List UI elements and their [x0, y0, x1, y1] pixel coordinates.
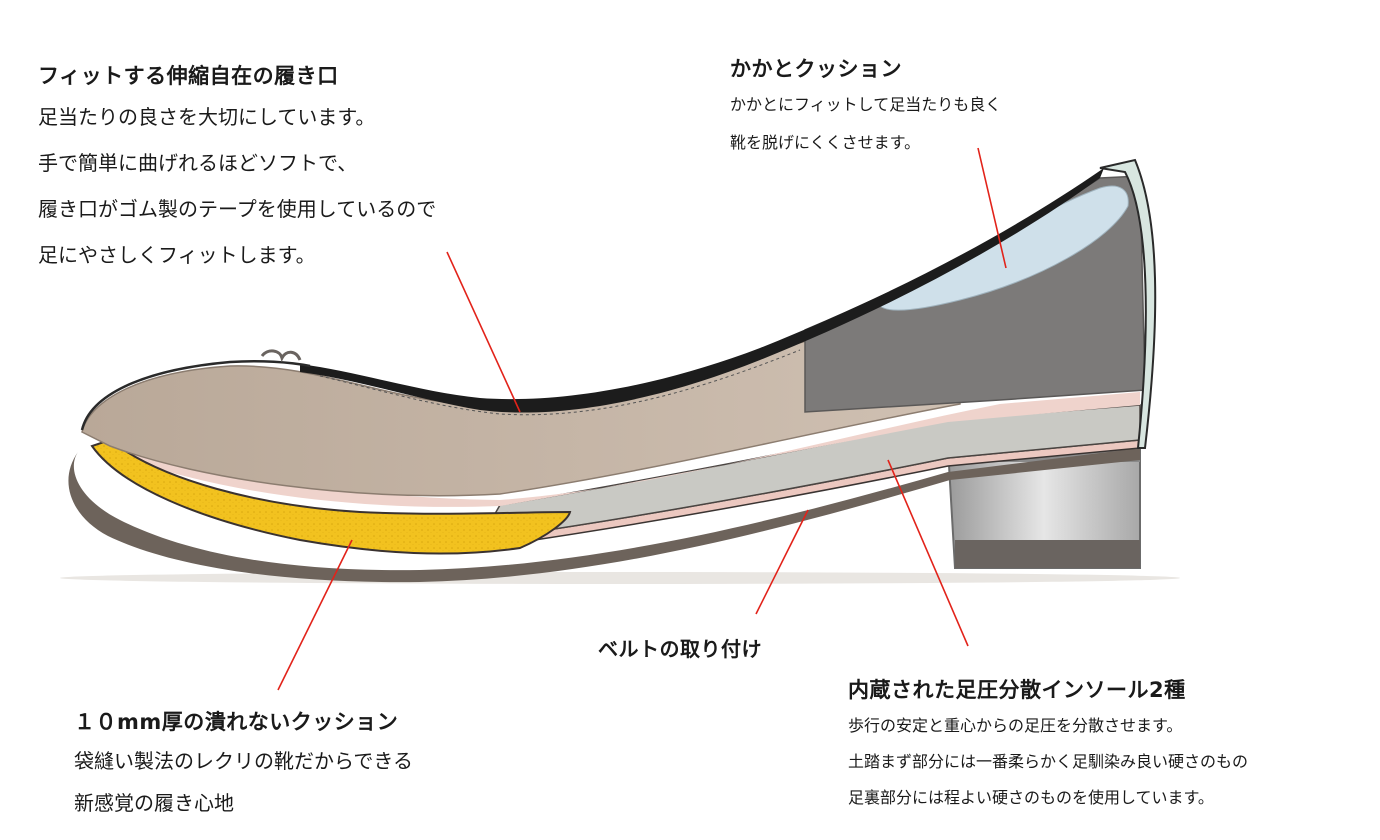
callout-heel-line-1: かかとにフィットして足当たりも良く: [730, 95, 1002, 114]
callout-fit-line-4: 足にやさしくフィットします。: [38, 243, 316, 267]
bow-detail: [260, 349, 302, 363]
callout-fit-opening: フィットする伸縮自在の履き口 足当たりの良さを大切にしています。 手で簡単に曲げ…: [38, 58, 436, 278]
leader-line-insole: [887, 459, 969, 647]
callout-belt-attachment: ベルトの取り付け: [598, 632, 762, 666]
ground-shadow: [60, 572, 1180, 584]
callout-insole-heading: 内蔵された足圧分散インソール2種: [848, 678, 1186, 702]
callout-fit-line-3: 履き口がゴム製のテープを使用しているので: [38, 197, 437, 221]
callout-insole-line-1: 歩行の安定と重心からの足圧を分散させます。: [848, 716, 1183, 735]
callout-cushion-line-1: 袋縫い製法のレクリの靴だからできる: [74, 749, 413, 773]
callout-cushion-line-2: 新感覚の履き心地: [74, 791, 234, 815]
cushion-foam: [90, 438, 572, 555]
callout-fit-line-1: 足当たりの良さを大切にしています。: [38, 105, 376, 129]
callout-fit-line-2: 手で簡単に曲げれるほどソフトで、: [38, 151, 358, 175]
outsole: [68, 448, 1140, 583]
toe-top-edge: [80, 359, 311, 431]
callout-heel-heading: かかとクッション: [730, 57, 902, 81]
leader-line-fit: [446, 251, 521, 413]
callout-fit-heading: フィットする伸縮自在の履き口: [38, 64, 339, 88]
callout-insole-line-3: 足裏部分には程よい硬さのものを使用しています。: [848, 788, 1214, 807]
heel-counter-edge: [1099, 158, 1157, 449]
elastic-band-stitch: [319, 349, 801, 416]
callout-heel-line-2: 靴を脱げにくくさせます。: [730, 133, 921, 152]
callout-insole: 内蔵された足圧分散インソール2種 歩行の安定と重心からの足圧を分散させます。 土…: [848, 672, 1248, 816]
leader-line-belt: [755, 509, 809, 615]
sock-lining: [110, 392, 1140, 507]
leader-lines: [277, 147, 1007, 691]
leader-line-heel: [977, 147, 1007, 269]
callout-belt-heading: ベルトの取り付け: [598, 637, 762, 661]
callout-cushion: １０mm厚の潰れないクッション 袋縫い製法のレクリの靴だからできる 新感覚の履き…: [74, 704, 413, 824]
callout-heel-cushion: かかとクッション かかとにフィットして足当たりも良く 靴を脱げにくくさせます。: [730, 52, 1001, 162]
callout-cushion-heading: １０mm厚の潰れないクッション: [74, 710, 399, 734]
leader-line-cushion: [277, 539, 353, 691]
callout-insole-line-2: 土踏まず部分には一番柔らかく足馴染み良い硬さのもの: [848, 752, 1249, 771]
